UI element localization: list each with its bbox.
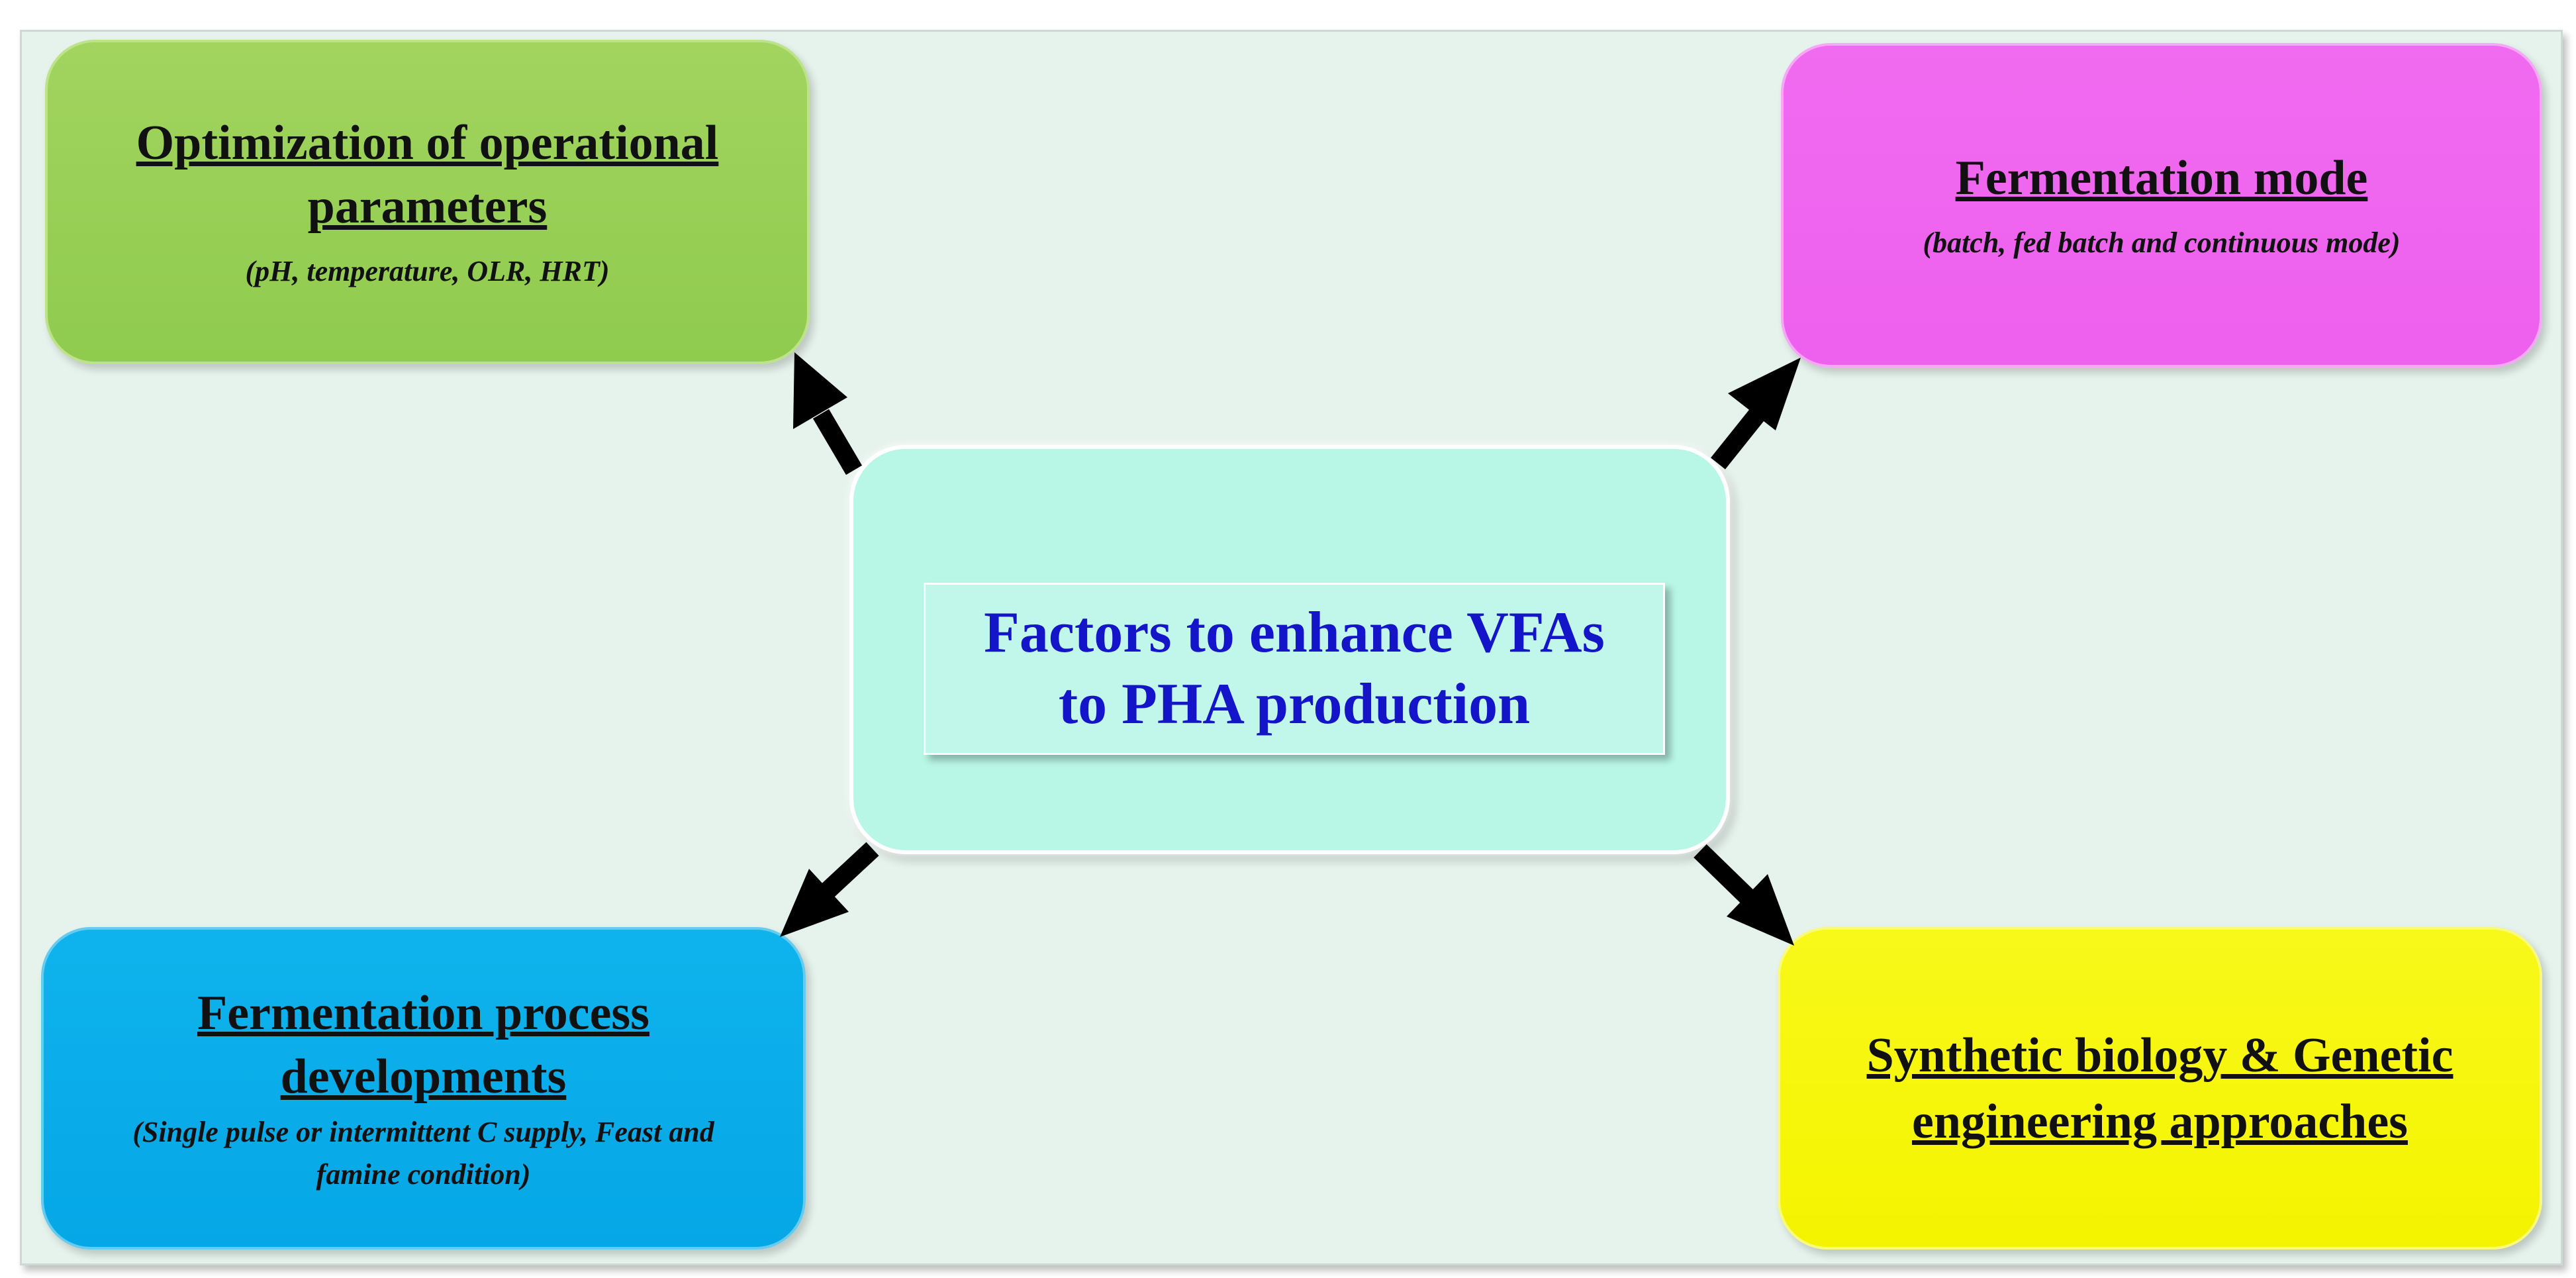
center-title: Factors to enhance VFAs to PHA productio… [984, 597, 1605, 740]
center-label: Factors to enhance VFAs to PHA productio… [924, 583, 1665, 755]
center-title-line: Factors to enhance VFAs [984, 601, 1605, 665]
box-title-line: Optimization of operational [136, 116, 719, 170]
box-title: Synthetic biology & Genetic engineering … [1867, 1022, 2454, 1155]
box-title-line: engineering approaches [1912, 1094, 2408, 1149]
box-title-line: developments [280, 1049, 567, 1104]
box-title: Optimization of operational parameters [136, 111, 719, 238]
box-fermentation-mode: Fermentation mode (batch, fed batch and … [1781, 43, 2542, 368]
box-subtitle: (Single pulse or intermittent C supply, … [132, 1111, 714, 1196]
box-title: Fermentation mode [1955, 151, 2368, 205]
center-title-line: to PHA production [1058, 672, 1531, 736]
box-optimization-operational-parameters: Optimization of operational parameters (… [45, 40, 810, 364]
box-subtitle: (pH, temperature, OLR, HRT) [245, 255, 610, 287]
box-title-line: Fermentation process [197, 985, 649, 1040]
box-subtitle: (batch, fed batch and continuous mode) [1923, 226, 2401, 259]
box-title-line: parameters [307, 179, 548, 234]
box-title-line: Synthetic biology & Genetic [1866, 1028, 2454, 1083]
box-subtitle-line: famine condition) [316, 1157, 531, 1191]
box-synthetic-biology-genetic-engineering: Synthetic biology & Genetic engineering … [1778, 927, 2542, 1250]
box-fermentation-process-developments: Fermentation process developments (Singl… [41, 927, 806, 1250]
box-subtitle-line: (Single pulse or intermittent C supply, … [132, 1115, 714, 1148]
box-title: Fermentation process developments [197, 981, 649, 1108]
